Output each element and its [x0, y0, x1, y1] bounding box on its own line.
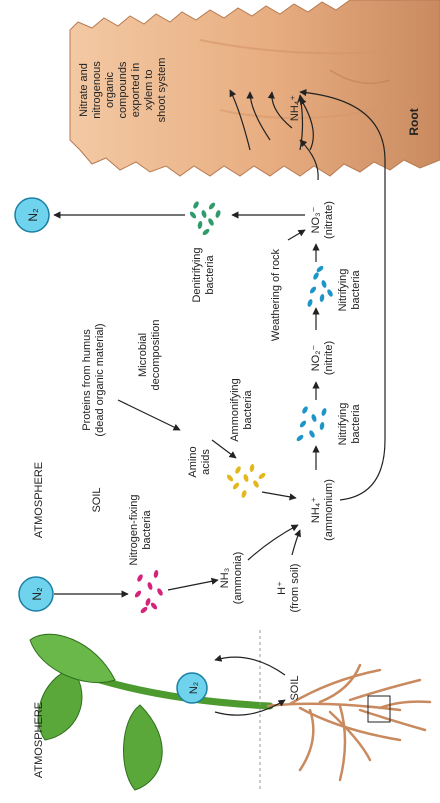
denitrifying-line-2: bacteria	[204, 255, 216, 295]
no3-line-2: (nitrate)	[323, 201, 335, 239]
root-body	[69, 0, 440, 177]
amino-line-2: acids	[200, 449, 212, 475]
ammonifying-line-1: Ammonifying	[229, 378, 241, 442]
nitrifying-1-line-2: bacteria	[350, 404, 362, 444]
weathering-arrow	[287, 229, 306, 241]
exported-line-4: compounds	[117, 61, 129, 118]
hplus-line-2: (from soil)	[289, 564, 301, 613]
nh4-line-1: NH₄⁺	[310, 497, 322, 523]
amino-line-1: Amino	[187, 446, 199, 477]
nh4-line-2: (ammonium)	[323, 479, 335, 541]
soil-top-label: SOIL	[91, 487, 103, 512]
nh4-to-root-arrow	[299, 89, 386, 501]
nitrifying-bacteria-dots-1	[296, 406, 327, 442]
nitrifying-1-line-1: Nitrifying	[337, 403, 349, 446]
n2-circle-top: N₂	[14, 197, 50, 233]
hplus-arrow	[291, 529, 301, 556]
denitrifying-label: Denitrifying bacteria	[191, 247, 216, 302]
plant-illustration	[29, 630, 432, 791]
no3-line-1: NO₃⁻	[310, 206, 322, 233]
plant-leaf-lower	[123, 704, 163, 791]
exported-line-5: exported in	[130, 63, 142, 117]
denitrifying-bacteria-dots	[189, 201, 221, 236]
hplus-label: H⁺ (from soil)	[276, 564, 301, 613]
exported-line-1: Nitrate and	[78, 63, 90, 117]
n2-left-label: N₂	[30, 587, 44, 601]
nitrogen-fixing-bacteria-dots	[134, 570, 163, 614]
n2-top-label: N₂	[26, 208, 40, 222]
proteins-arrow	[117, 399, 181, 431]
no2-line-2: (nitrite)	[323, 341, 335, 375]
denitrification-arrows	[53, 139, 319, 219]
plant-roots	[266, 663, 432, 782]
amino-acids-label: Amino acids	[187, 446, 212, 477]
ammonifying-line-2: bacteria	[242, 390, 254, 430]
plant-n2-exchange-arrows	[214, 654, 286, 716]
fixing-to-nh3-arrow	[167, 577, 219, 591]
exported-line-6: xylem to	[143, 70, 155, 111]
root-illustration	[69, 0, 440, 177]
exported-text: Nitrate and nitrogenous organic compound…	[78, 58, 168, 123]
nh4-label: NH₄⁺ (ammonium)	[310, 479, 335, 541]
hplus-line-1: H⁺	[276, 581, 288, 595]
nh3-line-2: (ammonia)	[232, 552, 244, 605]
plant-leaf-upper	[37, 667, 83, 741]
exported-line-2: nitrogenous	[91, 61, 103, 119]
ammonifying-arrow	[261, 491, 297, 501]
nh3-to-nh4-arrow	[247, 524, 299, 561]
n2-circle-left: N₂	[18, 576, 54, 612]
proteins-label: Proteins from humus (dead organic materi…	[81, 323, 106, 436]
atmosphere-top-label: ATMOSPHERE	[33, 462, 45, 538]
nitrifying-2-line-2: bacteria	[350, 270, 362, 310]
nh3-label: NH₃ (ammonia)	[219, 552, 244, 605]
nitrogen-fixing-line-1: Nitrogen-fixing	[128, 495, 140, 566]
microbial-line-2: decomposition	[150, 320, 162, 391]
atmosphere-plant-label: ATMOSPHERE	[33, 702, 45, 778]
nitrifying-2-line-1: Nitrifying	[337, 269, 349, 312]
exported-line-3: organic	[104, 71, 116, 108]
weathering-label: Weathering of rock	[270, 248, 282, 341]
nitrogen-fixing-line-2: bacteria	[141, 510, 153, 550]
exported-line-7: shoot system	[156, 58, 168, 123]
n2-plant-label: N₂	[188, 682, 200, 694]
microbial-line-1: Microbial	[137, 333, 149, 377]
nitrifying-2-label: Nitrifying bacteria	[337, 269, 362, 312]
proteins-line-2: (dead organic material)	[94, 323, 106, 436]
root-label: Root	[407, 108, 421, 135]
root-zoom-box	[367, 695, 391, 723]
nitrifying-1-label: Nitrifying bacteria	[337, 403, 362, 446]
nh4-root-label: NH₄⁺	[289, 95, 301, 121]
denitrifying-line-1: Denitrifying	[191, 247, 203, 302]
amino-arrow	[211, 439, 237, 459]
no2-line-1: NO₂⁻	[310, 345, 322, 372]
proteins-line-1: Proteins from humus	[81, 329, 93, 431]
nitrifying-bacteria-dots-2	[307, 265, 333, 307]
nh3-line-1: NH₃	[219, 568, 231, 588]
no3-label: NO₃⁻ (nitrate)	[310, 201, 335, 239]
soil-plant-label: SOIL	[289, 675, 301, 700]
nitrogen-fixing-label: Nitrogen-fixing bacteria	[128, 495, 153, 566]
microbial-label: Microbial decomposition	[137, 320, 162, 391]
ammonifying-bacteria-dots	[226, 464, 266, 498]
n2-circle-plant: N₂	[176, 672, 208, 704]
ammonifying-label: Ammonifying bacteria	[229, 378, 254, 442]
no2-label: NO₂⁻ (nitrite)	[310, 341, 335, 375]
